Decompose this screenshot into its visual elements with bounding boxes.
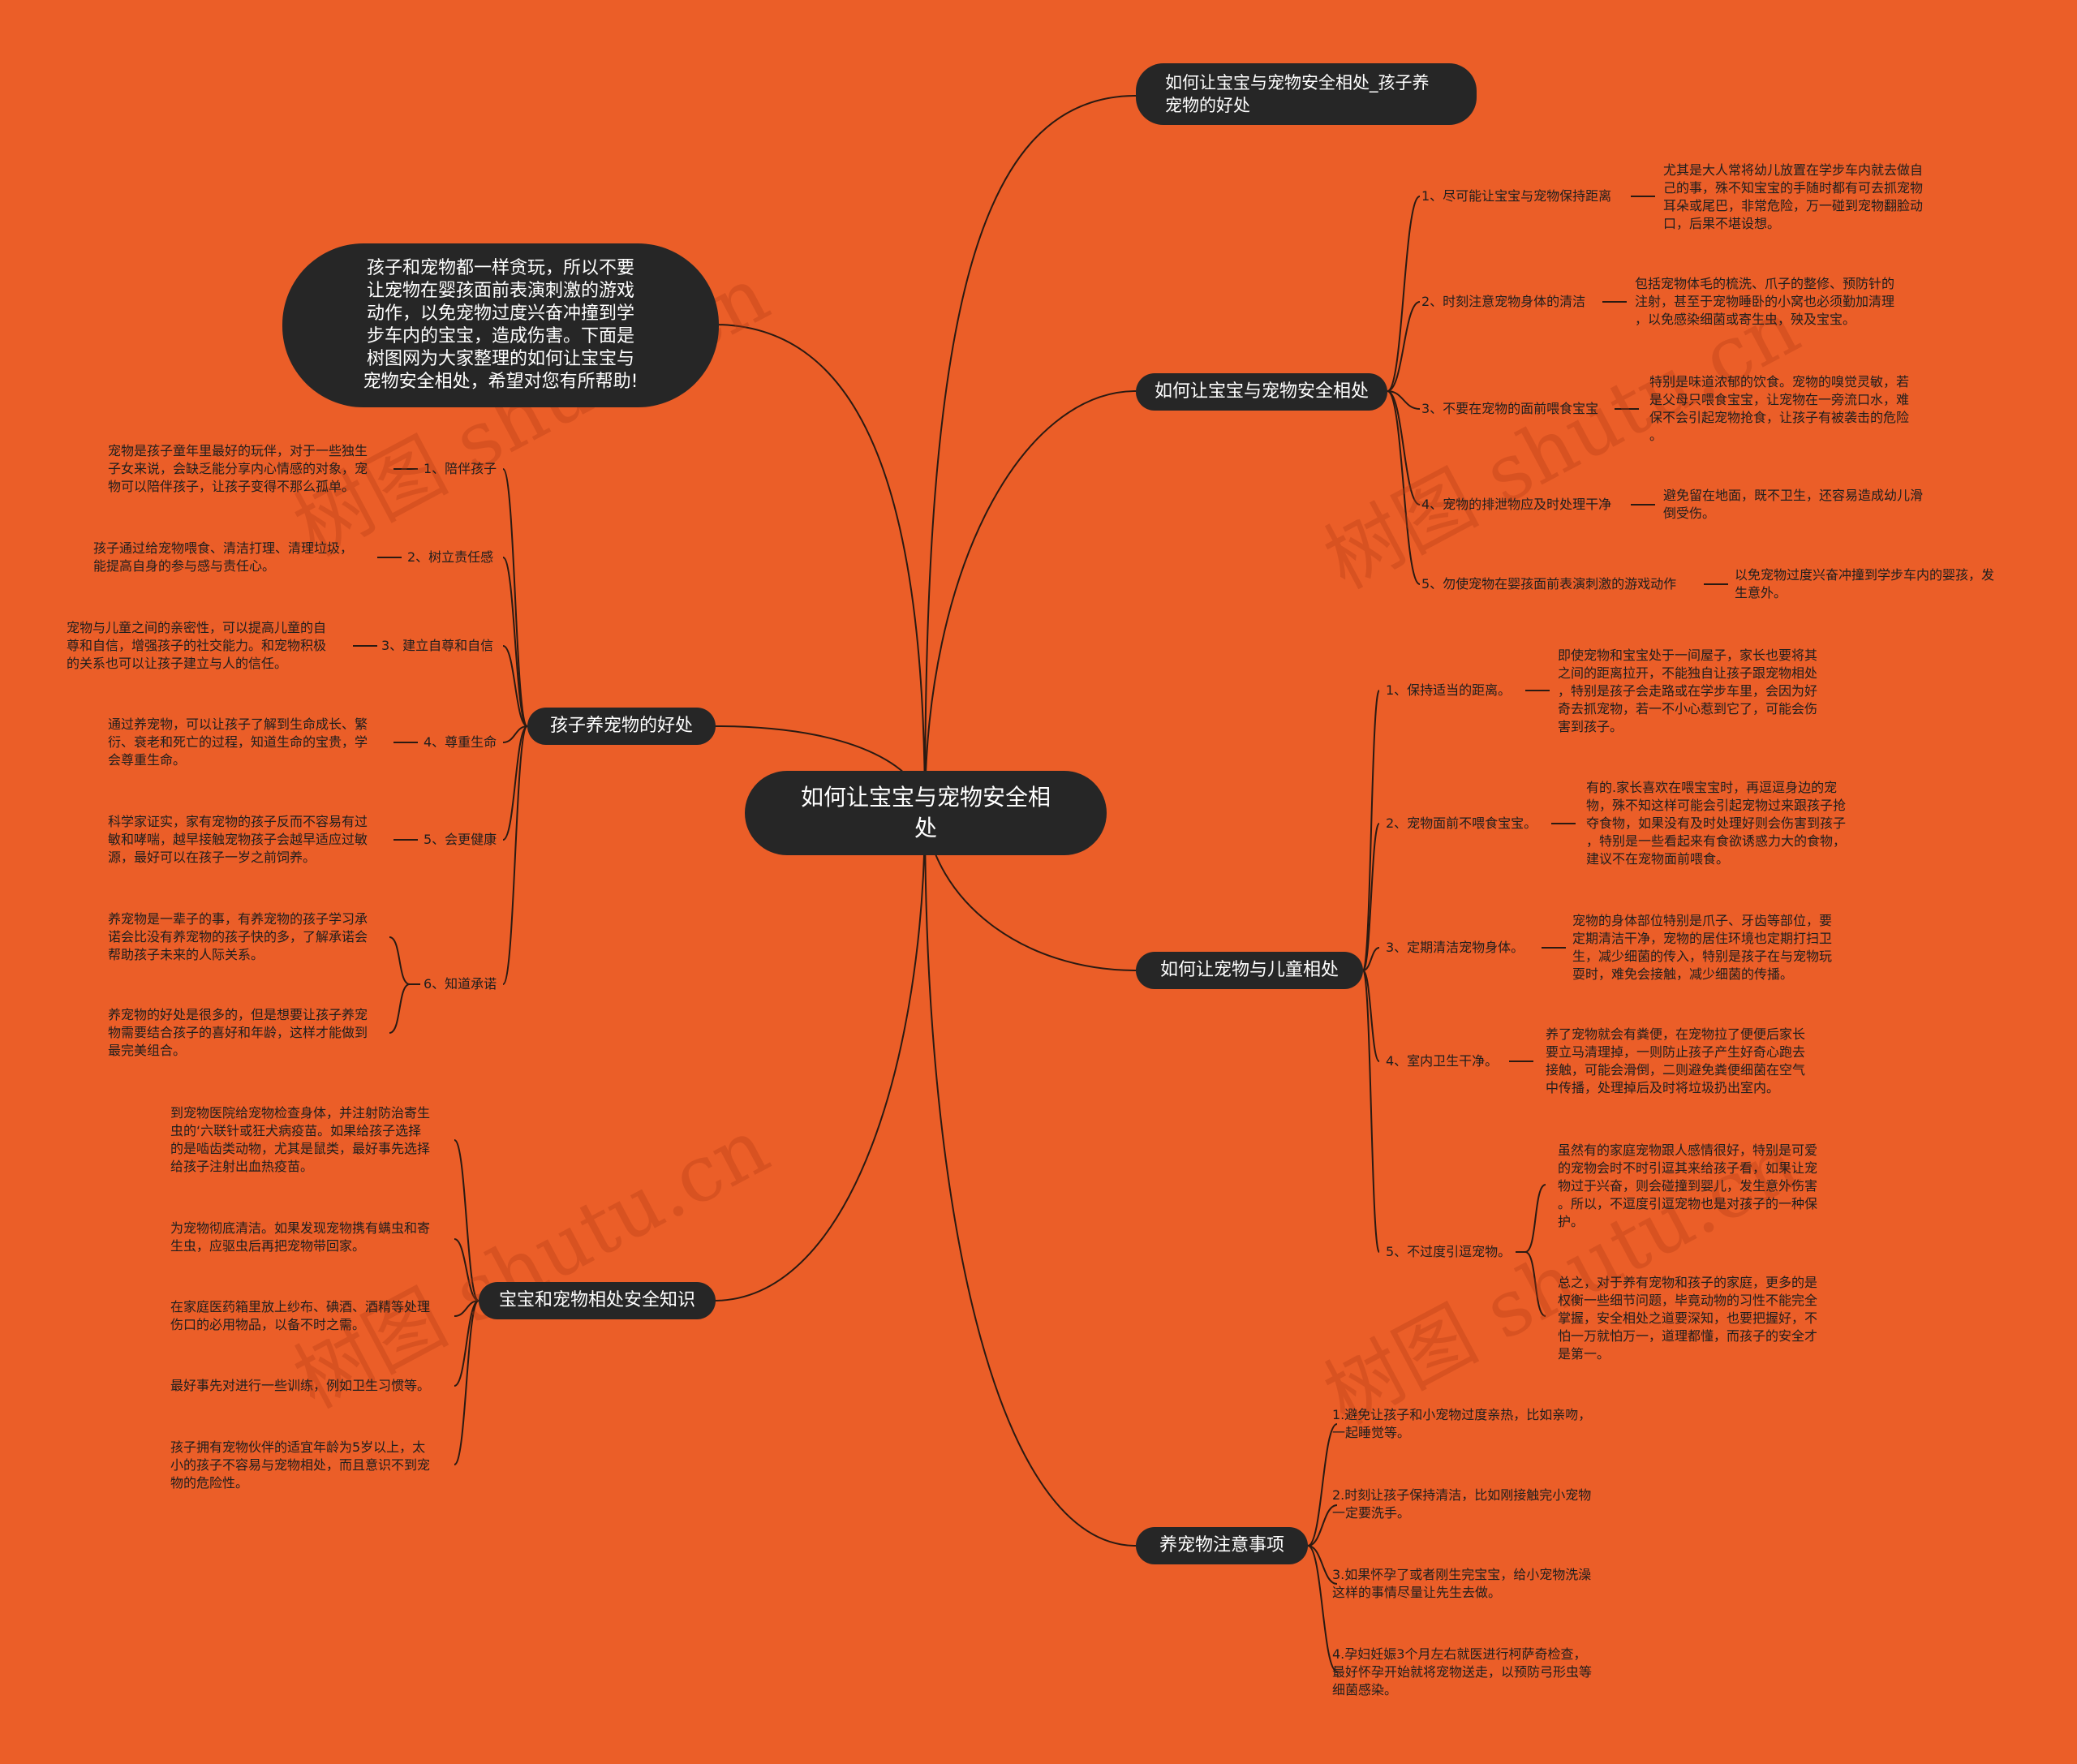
attention-item-2: 2.时刻让孩子保持清洁，比如刚接触完小宠物 一定要洗手。 xyxy=(1332,1487,1592,1521)
safe-note-5: 以免宠物过度兴奋冲撞到学步车内的婴孩，发 生意外。 xyxy=(1735,567,1995,600)
attention-item-1: 1.避免让孩子和小宠物过度亲热，比如亲吻， 一起睡觉等。 xyxy=(1332,1407,1592,1440)
branch-benefit-label: 孩子养宠物的好处 xyxy=(549,716,693,736)
intro-text: 孩子和宠物都一样贪玩，所以不要 让宠物在婴孩面前表演刺激的游戏 动作，以免宠物过… xyxy=(363,258,639,392)
safe-note-3: 特别是味道浓郁的饮食。宠物的嗅觉灵敏，若 是父母只喂食宝宝，让宠物在一旁流口水，… xyxy=(1649,374,1910,443)
branch-benefit-node[interactable]: 孩子养宠物的好处 xyxy=(527,708,716,745)
child-note-4: 养了宠物就会有粪便，在宠物拉了便便后家长 要立马清理掉，一则防止孩子产生好奇心跑… xyxy=(1546,1026,1806,1095)
benefit-note-1: 宠物是孩子童年里最好的玩伴，对于一些独生 子女来说，会缺乏能分享内心情感的对象，… xyxy=(108,443,368,494)
branch-knowledge-node[interactable]: 宝宝和宠物相处安全知识 xyxy=(479,1282,716,1319)
child-item-4: 4、室内卫生干净。 xyxy=(1386,1053,1499,1069)
safe-item-1: 1、尽可能让宝宝与宠物保持距离 xyxy=(1421,188,1612,204)
intro-node[interactable]: 孩子和宠物都一样贪玩，所以不要 让宠物在婴孩面前表演刺激的游戏 动作，以免宠物过… xyxy=(282,243,719,407)
branch-attention-node[interactable]: 养宠物注意事项 xyxy=(1136,1527,1308,1564)
branch-knowledge-label: 宝宝和宠物相处安全知识 xyxy=(498,1290,695,1310)
branch-child-node[interactable]: 如何让宠物与儿童相处 xyxy=(1136,952,1363,989)
benefit-note-6a: 养宠物是一辈子的事，有养宠物的孩子学习承 诺会比没有养宠物的孩子快的多，了解承诺… xyxy=(108,911,368,962)
child-note-5a: 虽然有的家庭宠物跟人感情很好，特别是可爱 的宠物会时不时引逗其来给孩子看，如果让… xyxy=(1558,1142,1818,1229)
safe-note-4: 避免留在地面，既不卫生，还容易造成幼儿滑 倒受伤。 xyxy=(1663,488,1924,521)
child-note-1: 即使宠物和宝宝处于一间屋子，家长也要将其 之间的距离拉开，不能独自让孩子跟宠物相… xyxy=(1558,648,1818,734)
benefit-item-2: 2、树立责任感 xyxy=(407,549,494,565)
child-note-3: 宠物的身体部位特别是爪子、牙齿等部位，要 定期清洁干净，宠物的居住环境也定期打扫… xyxy=(1572,913,1833,982)
benefit-note-5: 科学家证实，家有宠物的孩子反而不容易有过 敏和哮喘，越早接触宠物孩子会越早适应过… xyxy=(108,814,368,865)
benefit-note-6b: 养宠物的好处是很多的，但是想要让孩子养宠 物需要结合孩子的喜好和年龄，这样才能做… xyxy=(108,1007,368,1058)
branch-attention-label: 养宠物注意事项 xyxy=(1159,1535,1284,1555)
center-topic-label: 如何让宝宝与宠物安全相 处 xyxy=(800,784,1051,841)
child-note-5b: 总之，对于养有宠物和孩子的家庭，更多的是 权衡一些细节问题，毕竟动物的习性不能完… xyxy=(1558,1275,1818,1362)
benefit-note-4: 通过养宠物，可以让孩子了解到生命成长、繁 衍、衰老和死亡的过程，知道生命的宝贵，… xyxy=(108,716,368,768)
benefit-note-3: 宠物与儿童之间的亲密性，可以提高儿童的自 尊和自信，增强孩子的社交能力。和宠物积… xyxy=(67,620,327,671)
knowledge-item-3: 在家庭医药箱里放上纱布、碘酒、酒精等处理 伤口的必用物品，以备不时之需。 xyxy=(170,1299,431,1332)
knowledge-item-2: 为宠物彻底清洁。如果发现宠物携有螨虫和寄 生虫，应驱虫后再把宠物带回家。 xyxy=(170,1220,431,1254)
safe-item-3: 3、不要在宠物的面前喂食宝宝 xyxy=(1421,401,1599,416)
child-item-3: 3、定期清洁宠物身体。 xyxy=(1386,940,1524,955)
branch-child-label: 如何让宠物与儿童相处 xyxy=(1159,960,1339,980)
center-topic[interactable]: 如何让宝宝与宠物安全相 处 xyxy=(745,771,1107,855)
knowledge-item-4: 最好事先对进行一些训练，例如卫生习惯等。 xyxy=(170,1378,431,1393)
branch-safe-label: 如何让宝宝与宠物安全相处 xyxy=(1154,381,1369,402)
benefit-item-4: 4、尊重生命 xyxy=(424,734,497,750)
safe-item-5: 5、勿使宠物在婴孩面前表演刺激的游戏动作 xyxy=(1421,576,1677,592)
knowledge-item-1: 到宠物医院给宠物检查身体，并注射防治寄生 虫的‘六联针或狂犬病疫苗。如果给孩子选… xyxy=(170,1105,431,1174)
child-item-2: 2、宠物面前不喂食宝宝。 xyxy=(1386,815,1537,831)
attention-item-4: 4.孕妇妊娠3个月左右就医进行柯萨奇检查， 最好怀孕开始就将宠物送走，以预防弓形… xyxy=(1332,1646,1593,1697)
safe-note-1: 尤其是大人常将幼儿放置在学步车内就去做自 己的事，殊不知宝宝的手随时都有可去抓宠… xyxy=(1663,162,1924,231)
branch-safe-node[interactable]: 如何让宝宝与宠物安全相处 xyxy=(1136,373,1387,411)
benefit-item-1: 1、陪伴孩子 xyxy=(424,461,497,476)
benefit-item-6: 6、知道承诺 xyxy=(424,976,497,992)
safe-item-4: 4、宠物的排泄物应及时处理干净 xyxy=(1421,497,1612,512)
child-item-1: 1、保持适当的距离。 xyxy=(1386,682,1512,698)
knowledge-item-5: 孩子拥有宠物伙伴的适宜年龄为5岁以上，太 小的孩子不容易与宠物相处，而且意识不到… xyxy=(170,1439,431,1491)
topic-title-node[interactable]: 如何让宝宝与宠物安全相处_孩子养 宠物的好处 xyxy=(1136,63,1477,125)
safe-item-2: 2、时刻注意宠物身体的清洁 xyxy=(1421,294,1586,309)
child-item-5: 5、不过度引逗宠物。 xyxy=(1386,1244,1512,1259)
child-note-2: 有的.家长喜欢在喂宝宝时，再逗逗身边的宠 物，殊不知这样可能会引起宠物过来跟孩子… xyxy=(1586,780,1847,867)
benefit-item-3: 3、建立自尊和自信 xyxy=(381,638,494,653)
safe-note-2: 包括宠物体毛的梳洗、爪子的整修、预防针的 注射，甚至于宠物睡卧的小窝也必须勤加清… xyxy=(1635,276,1895,327)
benefit-item-5: 5、会更健康 xyxy=(424,832,497,847)
attention-item-3: 3.如果怀孕了或者刚生完宝宝，给小宠物洗澡 这样的事情尽量让先生去做。 xyxy=(1332,1567,1592,1600)
topic-title-label: 如何让宝宝与宠物安全相处_孩子养 宠物的好处 xyxy=(1165,73,1430,115)
benefit-note-2: 孩子通过给宠物喂食、清洁打理、清理垃圾， 能提高自身的参与感与责任心。 xyxy=(93,540,354,574)
